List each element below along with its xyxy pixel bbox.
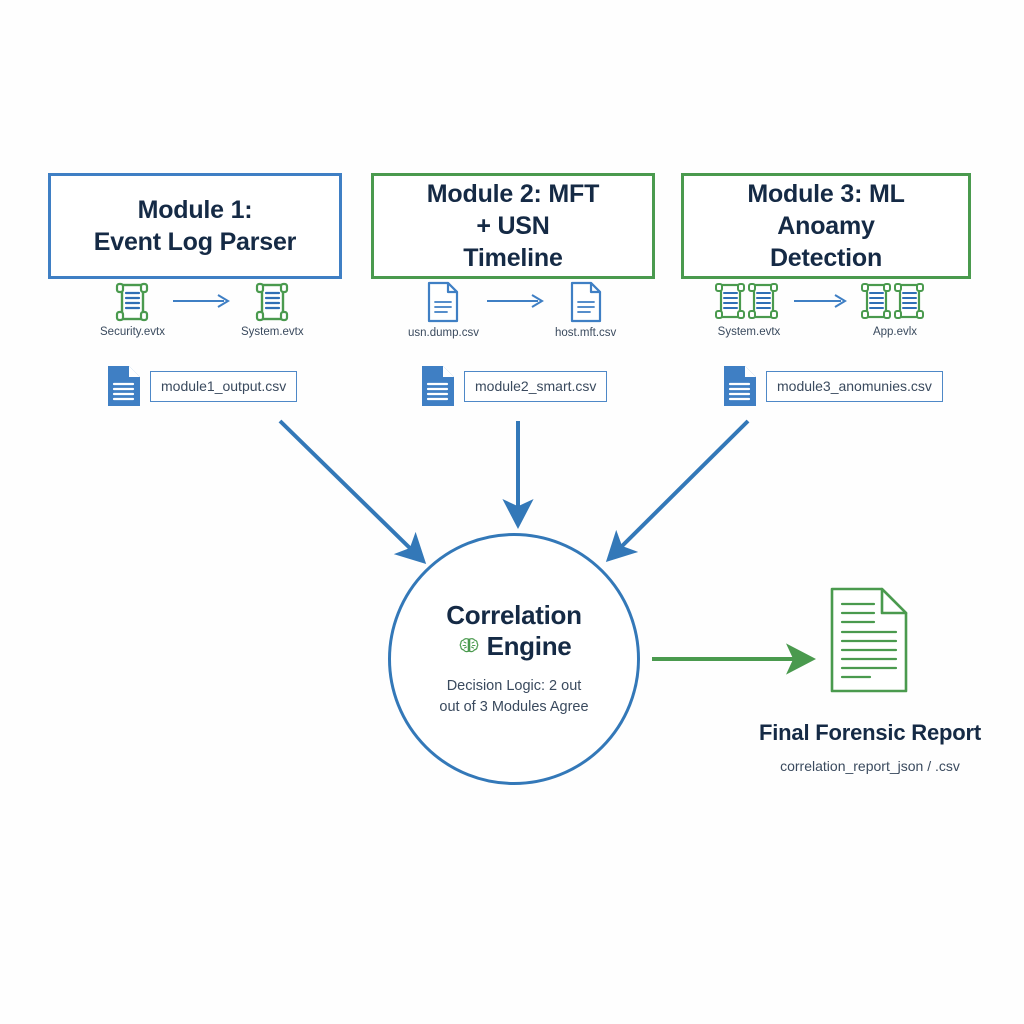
correlation-title-line2: Engine [486,630,572,661]
module-2-source-row: usn.dump.csv host.mft.csv [408,281,616,339]
module-3-source-1: System.evtx [712,282,786,338]
correlation-subtitle: Decision Logic: 2 out out of 3 Modules A… [414,676,614,718]
csv-file-icon [108,366,140,406]
correlation-engine-content: Correlation Engine Decision Logic: 2 out… [388,533,640,785]
module-2-title: Module 2: MFT + USN Timeline [426,180,600,272]
report-document-icon [830,587,908,693]
module-2-source-2-label: host.mft.csv [554,327,617,339]
module-3-output-label[interactable]: module3_anomunies.csv [766,370,943,402]
report-icon-wrap[interactable] [828,586,910,694]
module-1-source-2: System.evtx [241,282,304,338]
brain-icon [459,637,478,652]
module-1-output-label[interactable]: module1_output.csv [150,370,298,402]
module-2-source-1: usn.dump.csv [408,281,479,339]
module-box-3[interactable]: Module 3: ML Anoamy Detection [681,173,971,279]
module-2-source-2: host.mft.csv [555,281,616,339]
document-icon [570,281,601,323]
module-1-source-1: Security.evtx [100,282,165,338]
module-1-source-row: Security.evtx Syste [100,282,304,338]
correlation-engine-circle[interactable] [388,533,640,785]
module-3-inner-arrow [792,294,852,308]
module-3-source-1-label: System.evtx [717,326,781,338]
document-icon [428,281,459,323]
arrow-module3-to-engine [605,419,750,563]
module-box-2[interactable]: Module 2: MFT + USN Timeline [371,173,655,279]
report-subtitle: correlation_report_json / .csv [780,758,960,774]
module-2-output-label[interactable]: module2_smart.csv [464,370,608,402]
module-2-output-row: module2_smart.csv [420,364,608,408]
module-1-inner-arrow [171,294,235,308]
double-log-scroll-icon [861,283,924,319]
csv-file-icon [724,366,756,406]
correlation-title-row2: Engine [457,631,572,662]
double-log-scroll-icon [715,283,778,319]
module-3-source-2-label: App.evlx [872,326,918,338]
module-1-source-2-label: System.evtx [240,326,304,338]
module-box-1[interactable]: Module 1: Event Log Parser [48,173,342,279]
log-scroll-icon [116,282,149,322]
module-2-inner-arrow [485,294,549,308]
module-1-output-row: module1_output.csv [106,364,298,408]
module-3-title: Module 3: ML Anoamy Detection [747,180,905,272]
log-scroll-icon [256,282,289,322]
correlation-subtitle-line2: out of 3 Modules Agree [439,699,589,716]
module-1-source-1-label: Security.evtx [100,326,165,338]
module-3-source-row: System.evtx [712,282,932,338]
module-3-source-2: App.evlx [858,282,932,338]
arrow-module1-to-engine [278,419,427,564]
csv-file-icon [422,366,454,406]
module-1-title: Module 1: Event Log Parser [93,196,297,256]
module-2-source-1-label: usn.dump.csv [408,327,479,339]
correlation-title-line1: Correlation [446,599,582,630]
report-title: Final Forensic Report [759,720,981,745]
module-3-output-row: module3_anomunies.csv [722,364,943,408]
correlation-subtitle-line1: Decision Logic: 2 out [446,678,582,695]
